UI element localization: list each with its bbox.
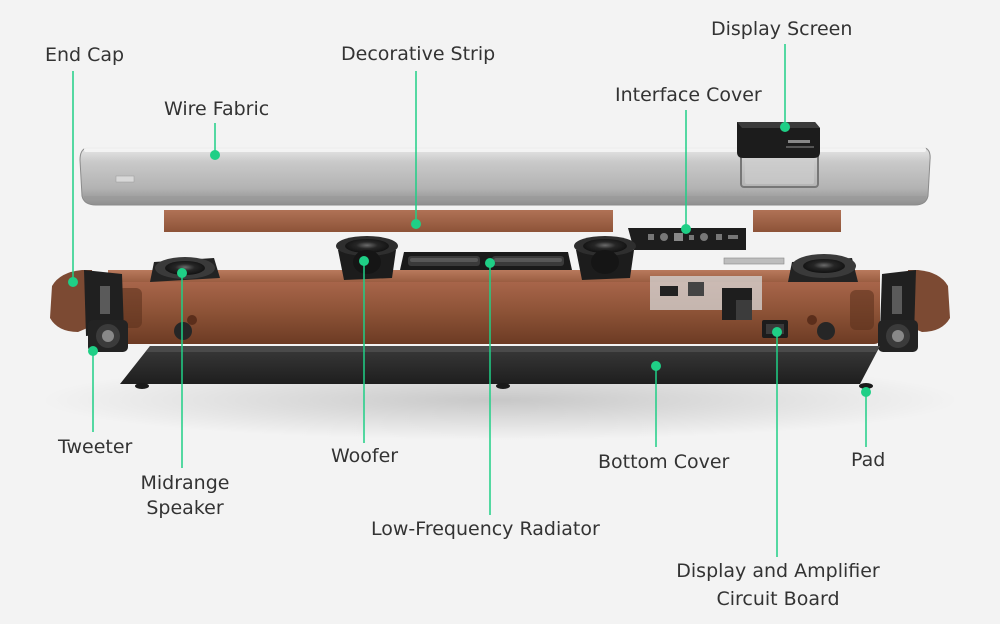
wood-enclosure [108,257,880,344]
label-midrange-speaker: Midrange Speaker [124,471,246,521]
display-screen-module [737,122,820,158]
brand-badge [115,175,135,183]
woofer-right [574,236,636,280]
label-display-amplifier-board: Display and Amplifier Circuit Board [672,559,884,612]
label-midrange-line2: Speaker [146,497,224,519]
end-cap-left [50,270,124,336]
label-display-amp-line2: Circuit Board [716,588,840,610]
label-tweeter: Tweeter [58,436,133,458]
label-bottom-cover: Bottom Cover [598,451,730,473]
label-end-cap: End Cap [45,44,125,66]
label-pad: Pad [851,449,886,471]
decorative-strip [164,210,841,232]
bottom-cover-part [120,346,880,384]
wire-fabric-body [79,147,931,206]
tweeter-left [88,320,128,352]
end-cap-right [880,270,950,336]
label-wire-fabric: Wire Fabric [164,98,270,120]
interface-cover-part [628,228,746,250]
label-low-frequency-radiator: Low-Frequency Radiator [371,518,600,540]
midrange-speaker-right [788,254,858,282]
label-interface-cover: Interface Cover [615,84,762,106]
label-display-screen: Display Screen [711,18,853,40]
label-woofer: Woofer [331,445,399,467]
pads [135,383,873,389]
label-decorative-strip: Decorative Strip [341,43,496,65]
label-midrange-line1: Midrange [140,472,230,494]
label-display-amp-line1: Display and Amplifier [676,560,880,582]
leader-lines [72,44,867,557]
midrange-speaker-left [150,257,220,282]
tweeter-right [878,320,918,352]
leader-dots [68,122,871,397]
